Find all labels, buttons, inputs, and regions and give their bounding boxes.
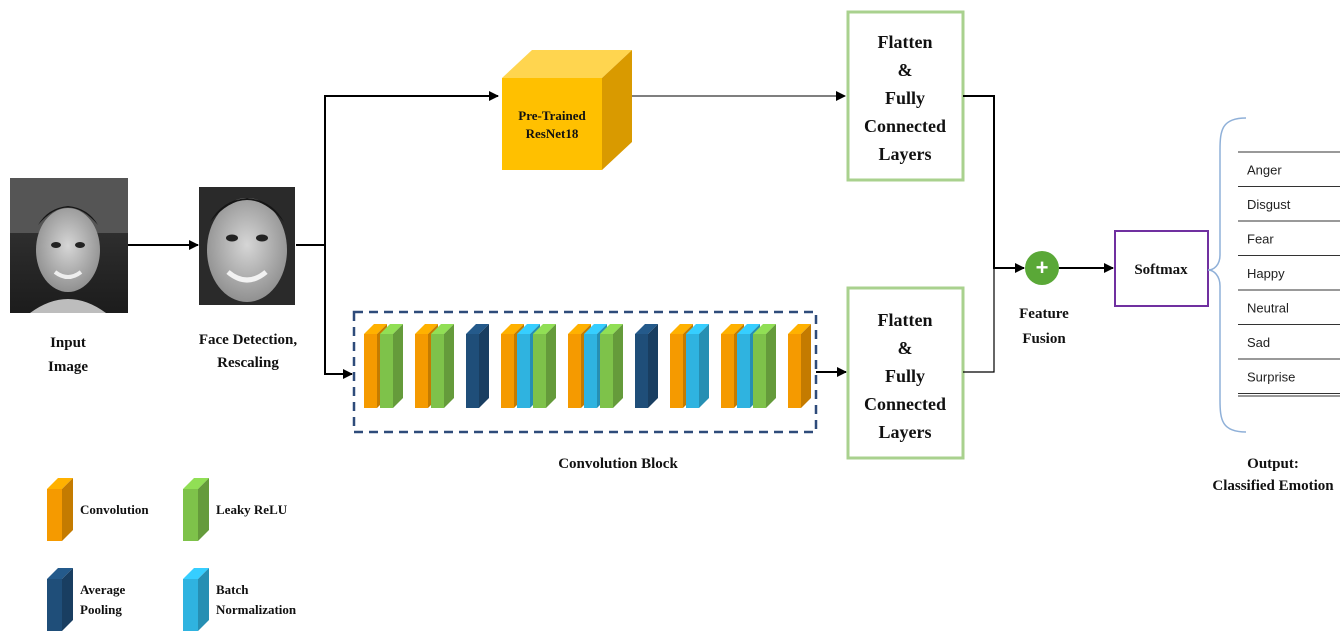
legend-convolution-label: Convolution (80, 502, 149, 517)
fc-top-line-5: Layers (879, 144, 932, 164)
emotion-neutral: Neutral (1247, 300, 1289, 315)
output-label-1: Output: (1247, 456, 1299, 472)
leaky-relu-layer (753, 324, 776, 408)
legend-batch-normalization-label: Batch (216, 582, 249, 597)
output-brace (1207, 117, 1247, 433)
legend-average-pooling-label: Pooling (80, 602, 122, 617)
fc-top-line-4: Connected (864, 116, 946, 136)
fusion-plus-symbol: + (1036, 255, 1049, 280)
fusion-label-2: Fusion (1022, 331, 1066, 347)
leaky-relu-layer (431, 324, 454, 408)
softmax-label: Softmax (1134, 262, 1188, 278)
emotion-sad: Sad (1247, 335, 1270, 350)
fc-bottom-line-5: Layers (879, 422, 932, 442)
face-detection-label-2: Rescaling (217, 355, 279, 371)
conv-block-frame (352, 310, 818, 434)
emotion-disgust: Disgust (1247, 197, 1291, 212)
arrow-fc-top-to-fusion (963, 95, 1025, 273)
leaky-relu-layer (380, 324, 403, 408)
resnet-cube (502, 50, 632, 170)
legend-batch-normalization-label: Normalization (216, 602, 297, 617)
fusion-plus-icon (1025, 251, 1059, 285)
fc-bottom-line-1: Flatten (878, 310, 933, 330)
legend-leaky-relu-label: Leaky ReLU (216, 502, 288, 517)
input-image-label-1: Input (50, 335, 86, 351)
batch-normalization-layer (686, 324, 709, 408)
legend-average-pooling-swatch (47, 568, 73, 631)
average-pooling-layer (466, 324, 489, 408)
emotion-surprise: Surprise (1247, 369, 1295, 384)
leaky-relu-layer (533, 324, 556, 408)
softmax-box (1114, 230, 1209, 307)
face-detection-label-1: Face Detection, (199, 332, 298, 348)
fc-top-line-1: Flatten (878, 32, 933, 52)
legend-convolution-swatch (47, 478, 73, 541)
input-image-label-2: Image (48, 359, 88, 375)
input-image (10, 178, 128, 313)
output-label-2: Classified Emotion (1212, 478, 1334, 494)
conv-block-layers (364, 324, 811, 408)
emotion-anger: Anger (1247, 162, 1282, 177)
legend-leaky-relu-swatch (183, 478, 209, 541)
fc-bottom-line-4: Connected (864, 394, 946, 414)
resnet-label-2: ResNet18 (526, 126, 579, 141)
resnet-label-1: Pre-Trained (518, 108, 586, 123)
arrow-face-to-conv (324, 245, 353, 379)
legend-batch-normalization-swatch (183, 568, 209, 631)
conv-block-title: Convolution Block (558, 456, 678, 472)
fc-top-box (846, 10, 965, 182)
fusion-label-1: Feature (1019, 306, 1069, 322)
fc-top-line-2: & (898, 60, 913, 80)
emotion-happy: Happy (1247, 266, 1285, 281)
emotion-fear: Fear (1247, 231, 1274, 246)
line-fc-bottom-to-fusion (963, 268, 995, 373)
arrow-face-to-resnet (296, 91, 499, 246)
fc-top-line-3: Fully (885, 88, 925, 108)
leaky-relu-layer (600, 324, 623, 408)
fc-bottom-line-2: & (898, 338, 913, 358)
convolution-layer (788, 324, 811, 408)
legend-average-pooling-label: Average (80, 582, 125, 597)
average-pooling-layer (635, 324, 658, 408)
face-crop-image (199, 187, 295, 305)
fc-bottom-box (846, 286, 965, 460)
fc-bottom-line-3: Fully (885, 366, 925, 386)
